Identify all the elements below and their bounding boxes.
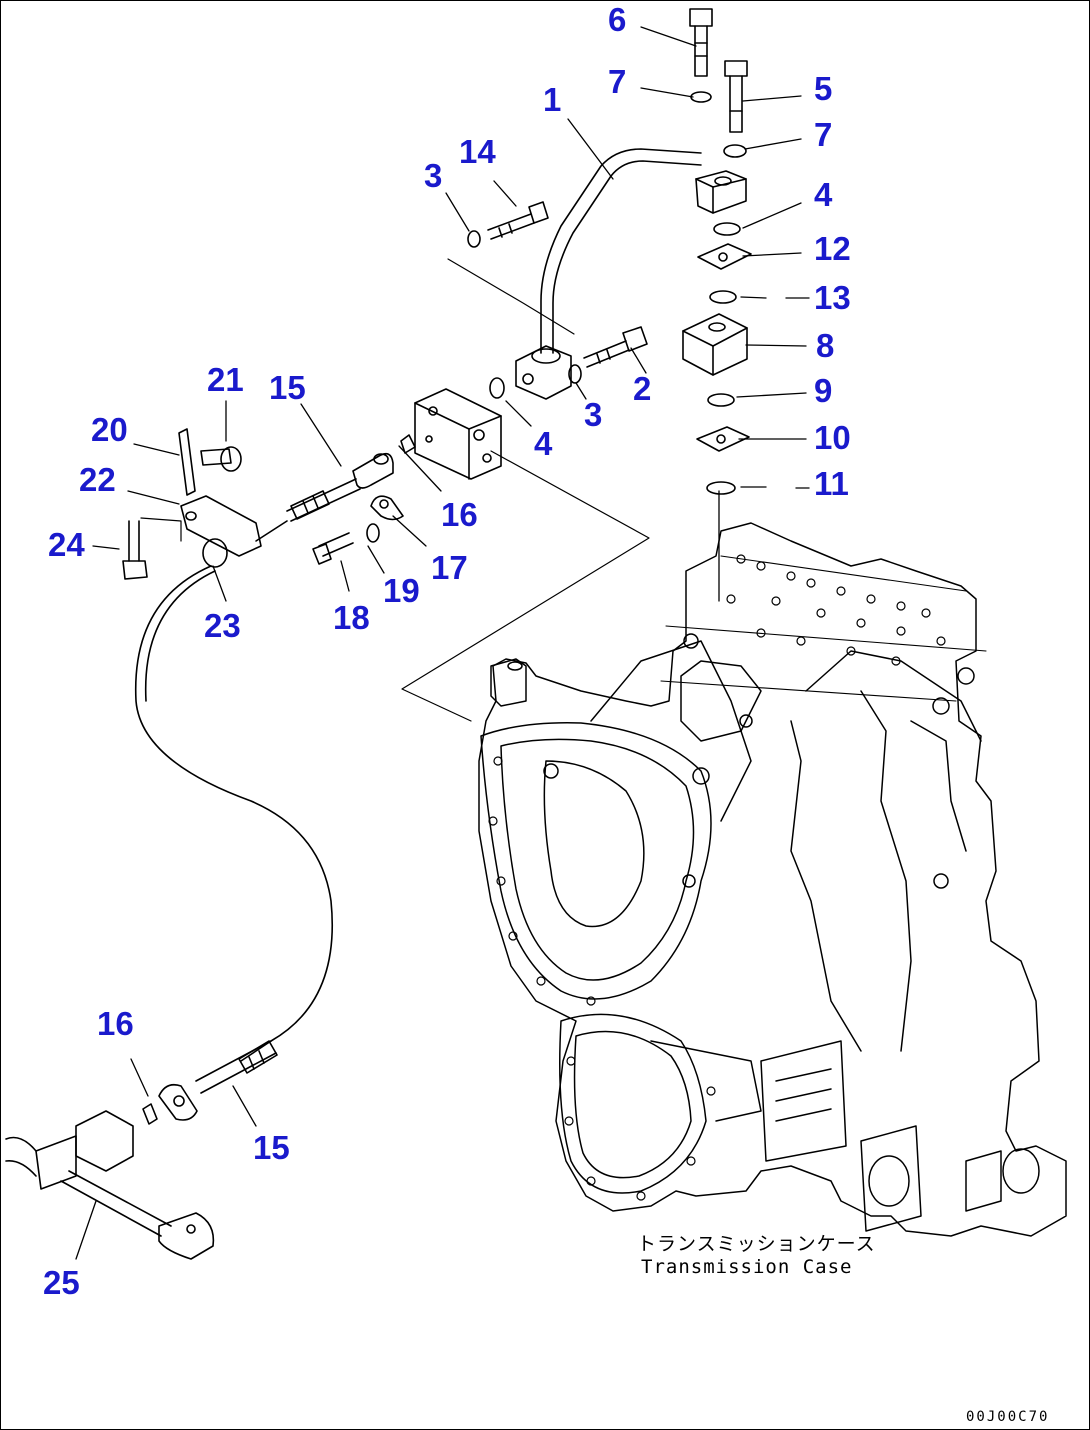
- valve-block: [414, 388, 502, 480]
- callout-9: 9: [814, 372, 833, 409]
- callout-4: 4: [534, 425, 553, 462]
- washer-7-lower: [723, 144, 747, 158]
- bolt-5: [724, 60, 748, 133]
- hose-15: [134, 565, 334, 1062]
- elbow-block-lower: [515, 345, 572, 400]
- clip-23: [202, 538, 228, 568]
- bolt-14: [487, 201, 549, 240]
- drawing-code: 00J00C70: [966, 1409, 1050, 1425]
- gasket-16: [400, 434, 416, 454]
- tube-1: [540, 148, 702, 354]
- bolt-24: [122, 520, 148, 580]
- oring-11: [706, 481, 736, 495]
- washer-19: [366, 523, 380, 543]
- callout-23: 23: [204, 607, 241, 644]
- callout-16: 16: [441, 496, 478, 533]
- plate-12: [697, 243, 752, 270]
- callout-7: 7: [608, 63, 627, 100]
- oring-9: [707, 393, 735, 407]
- callout-24: 24: [48, 526, 85, 563]
- bolt-21: [200, 446, 242, 472]
- clamp-17: [370, 495, 404, 521]
- plate-20: [178, 428, 196, 496]
- leader-lines: [75, 26, 810, 1260]
- oring-4-lower: [489, 377, 505, 399]
- callout-11: 11: [814, 465, 849, 502]
- pipe-assembly-25: [5, 1110, 215, 1260]
- callout-2: 2: [633, 370, 652, 407]
- elbow-block-top: [695, 170, 747, 214]
- callout-20: 20: [91, 411, 128, 448]
- callout-6: 6: [608, 1, 627, 38]
- callout-16: 16: [97, 1005, 134, 1042]
- bolt-6: [689, 8, 713, 77]
- callout-18: 18: [333, 599, 370, 636]
- transmission-case: [478, 522, 1067, 1237]
- washer-3-lower: [568, 364, 582, 384]
- callout-14: 14: [459, 133, 496, 170]
- plate-10: [696, 426, 750, 452]
- block-8: [682, 313, 748, 376]
- callout-15: 15: [269, 369, 306, 406]
- oring-13: [709, 290, 737, 304]
- washer-3-upper: [467, 230, 481, 248]
- callout-4: 4: [814, 176, 833, 213]
- callout-5: 5: [814, 70, 833, 107]
- caption-english: Transmission Case: [641, 1256, 853, 1278]
- callout-21: 21: [207, 361, 244, 398]
- callout-10: 10: [814, 419, 851, 456]
- callout-8: 8: [816, 327, 835, 364]
- callout-12: 12: [814, 230, 851, 267]
- callout-1: 1: [543, 81, 562, 118]
- hose-15-inner: [144, 570, 216, 702]
- washer-7-upper: [690, 91, 712, 103]
- callout-25: 25: [43, 1264, 80, 1301]
- hose-fitting-15-upper: [286, 452, 394, 522]
- caption-japanese: トランスミッションケース: [637, 1233, 876, 1255]
- callout-17: 17: [431, 549, 468, 586]
- bolt-2: [583, 326, 648, 368]
- callout-3: 3: [424, 157, 443, 194]
- callout-7: 7: [814, 116, 833, 153]
- callout-13: 13: [814, 279, 851, 316]
- callout-22: 22: [79, 461, 116, 498]
- gasket-16-lower: [142, 1103, 158, 1125]
- callout-3: 3: [584, 396, 603, 433]
- callout-15: 15: [253, 1129, 290, 1166]
- callout-19: 19: [383, 572, 420, 609]
- oring-4-upper: [713, 222, 741, 236]
- guide-frames: [140, 258, 650, 722]
- hose-fitting-15-lower: [158, 1040, 278, 1121]
- bolt-18: [312, 532, 354, 565]
- bracket-22: [180, 495, 288, 557]
